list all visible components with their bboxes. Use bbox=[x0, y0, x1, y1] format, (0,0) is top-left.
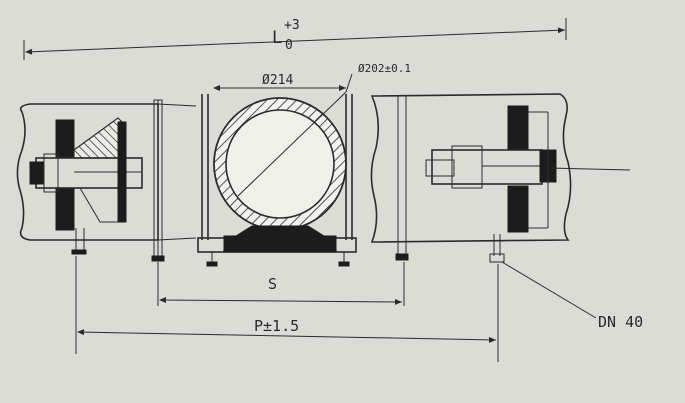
left-end-module bbox=[16, 99, 197, 262]
spacing-dimension bbox=[157, 262, 405, 306]
pipe-cross-section bbox=[197, 73, 357, 267]
length-label-sup: +3 bbox=[284, 18, 300, 33]
pipe-size-label: DN 40 bbox=[598, 313, 643, 331]
length-label-base: L bbox=[272, 28, 282, 48]
pipe-size-leader bbox=[501, 261, 597, 319]
inner-diameter-label: Ø202±0.1 bbox=[358, 62, 411, 75]
length-label-sub: 0 bbox=[285, 38, 293, 53]
pitch-label: P±1.5 bbox=[254, 317, 299, 335]
spacing-label: S bbox=[268, 275, 277, 293]
outer-diameter-label: Ø214 bbox=[262, 73, 293, 88]
right-end-module bbox=[370, 93, 631, 263]
pitch-dimension bbox=[75, 256, 499, 362]
overall-length-dimension bbox=[23, 18, 567, 60]
